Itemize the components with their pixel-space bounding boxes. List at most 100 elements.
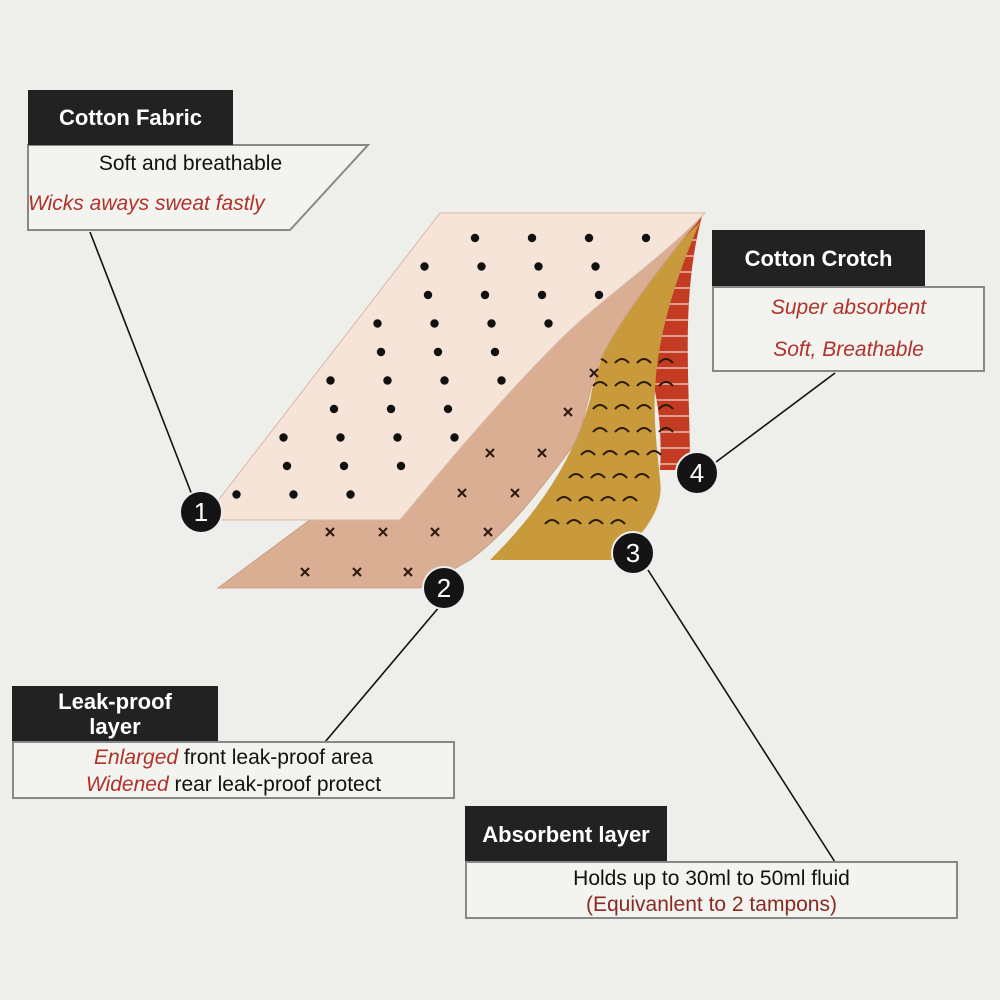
- arc-mark: [600, 496, 616, 502]
- arc-mark: [580, 450, 596, 456]
- arc-mark: [658, 358, 674, 364]
- cotton-fabric-box: [27, 144, 371, 231]
- marker-4: 4: [675, 451, 719, 495]
- svg-text:1: 1: [194, 497, 208, 527]
- x-mark: [589, 368, 599, 378]
- arc-mark: [634, 473, 650, 479]
- marker-3: 3: [611, 531, 655, 575]
- dot-mark: [232, 490, 241, 499]
- cotton-fabric-layer: [201, 212, 707, 521]
- dot-mark: [386, 404, 396, 414]
- marker-1: 1: [179, 490, 223, 534]
- arc-mark: [612, 473, 628, 479]
- dot-mark: [279, 433, 288, 442]
- arc-mark: [592, 381, 608, 387]
- absorbent-title: Absorbent layer: [465, 806, 667, 862]
- arc-mark: [636, 358, 652, 364]
- cotton-crotch-box: Super absorbent Soft, Breathable: [712, 286, 985, 372]
- x-mark: [300, 567, 310, 577]
- arc-mark: [566, 519, 582, 525]
- dot-mark: [537, 290, 547, 300]
- dot-mark: [326, 376, 335, 385]
- arc-mark: [636, 404, 652, 410]
- leak-proof-line1-em: Enlarged: [94, 746, 179, 769]
- dot-mark: [289, 490, 298, 499]
- marker-2: 2: [422, 566, 466, 610]
- leak-proof-line2: Widened rear leak-proof protect: [14, 773, 453, 797]
- dot-mark: [373, 319, 382, 328]
- arc-mark: [556, 496, 572, 502]
- dot-mark: [477, 262, 486, 271]
- arc-mark: [622, 496, 638, 502]
- dot-mark: [433, 347, 443, 357]
- x-mark: [378, 527, 388, 537]
- dot-mark: [420, 262, 429, 271]
- dot-mark: [534, 262, 543, 271]
- dot-mark: [339, 461, 349, 471]
- x-mark: [483, 527, 493, 537]
- dot-mark: [497, 376, 506, 385]
- leader-line-1: [89, 231, 193, 496]
- svg-text:3: 3: [626, 538, 640, 568]
- dot-mark: [393, 433, 402, 442]
- x-mark: [325, 527, 335, 537]
- dot-mark: [487, 319, 496, 328]
- dot-mark: [430, 319, 439, 328]
- svg-text:4: 4: [690, 458, 704, 488]
- leak-proof-line2-em: Widened: [85, 773, 169, 796]
- x-mark: [563, 407, 573, 417]
- arc-mark: [658, 381, 674, 387]
- dot-mark: [527, 233, 537, 243]
- arc-mark: [592, 427, 608, 433]
- leak-proof-layer: [216, 219, 699, 589]
- leader-line-3: [647, 569, 836, 863]
- dot-mark: [544, 319, 553, 328]
- arc-mark: [624, 450, 640, 456]
- dot-mark: [490, 347, 500, 357]
- absorbent-line1: Holds up to 30ml to 50ml fluid: [573, 867, 850, 890]
- arc-mark: [610, 519, 626, 525]
- arc-mark: [658, 404, 674, 410]
- dot-mark: [376, 347, 386, 357]
- dot-mark: [383, 376, 392, 385]
- absorbent-line2: (Equivanlent to 2 tampons): [586, 893, 837, 916]
- leader-line-4: [715, 372, 836, 463]
- dot-mark: [396, 461, 406, 471]
- dot-mark: [594, 290, 604, 300]
- leader-line-2: [324, 605, 441, 743]
- x-mark: [485, 448, 495, 458]
- dot-mark: [450, 433, 459, 442]
- dot-mark: [336, 433, 345, 442]
- cotton-crotch-title: Cotton Crotch: [712, 230, 925, 287]
- arc-mark: [592, 404, 608, 410]
- absorbent-box: Holds up to 30ml to 50ml fluid (Equivanl…: [465, 861, 958, 919]
- leak-proof-box: Enlarged front leak-proof area Widened r…: [12, 741, 455, 799]
- arc-mark: [614, 404, 630, 410]
- leak-proof-line2-rest: rear leak-proof protect: [168, 773, 382, 796]
- x-mark: [352, 567, 362, 577]
- arc-mark: [614, 427, 630, 433]
- arc-mark: [578, 496, 594, 502]
- svg-text:2: 2: [437, 573, 451, 603]
- dot-mark: [641, 233, 651, 243]
- arc-mark: [646, 450, 662, 456]
- arc-mark: [588, 519, 604, 525]
- dot-mark: [470, 233, 480, 243]
- dot-mark: [282, 461, 292, 471]
- arc-mark: [544, 519, 560, 525]
- dot-mark: [346, 490, 355, 499]
- dot-mark: [423, 290, 433, 300]
- dot-mark: [440, 376, 449, 385]
- dot-mark: [443, 404, 453, 414]
- x-mark: [457, 488, 467, 498]
- leak-proof-title-line1: Leak-proof: [58, 689, 172, 714]
- arc-mark: [602, 450, 618, 456]
- x-mark: [537, 448, 547, 458]
- cotton-crotch-line2: Soft, Breathable: [773, 338, 924, 361]
- arc-mark: [636, 381, 652, 387]
- arc-mark: [636, 427, 652, 433]
- arc-mark: [658, 427, 674, 433]
- arc-mark: [614, 381, 630, 387]
